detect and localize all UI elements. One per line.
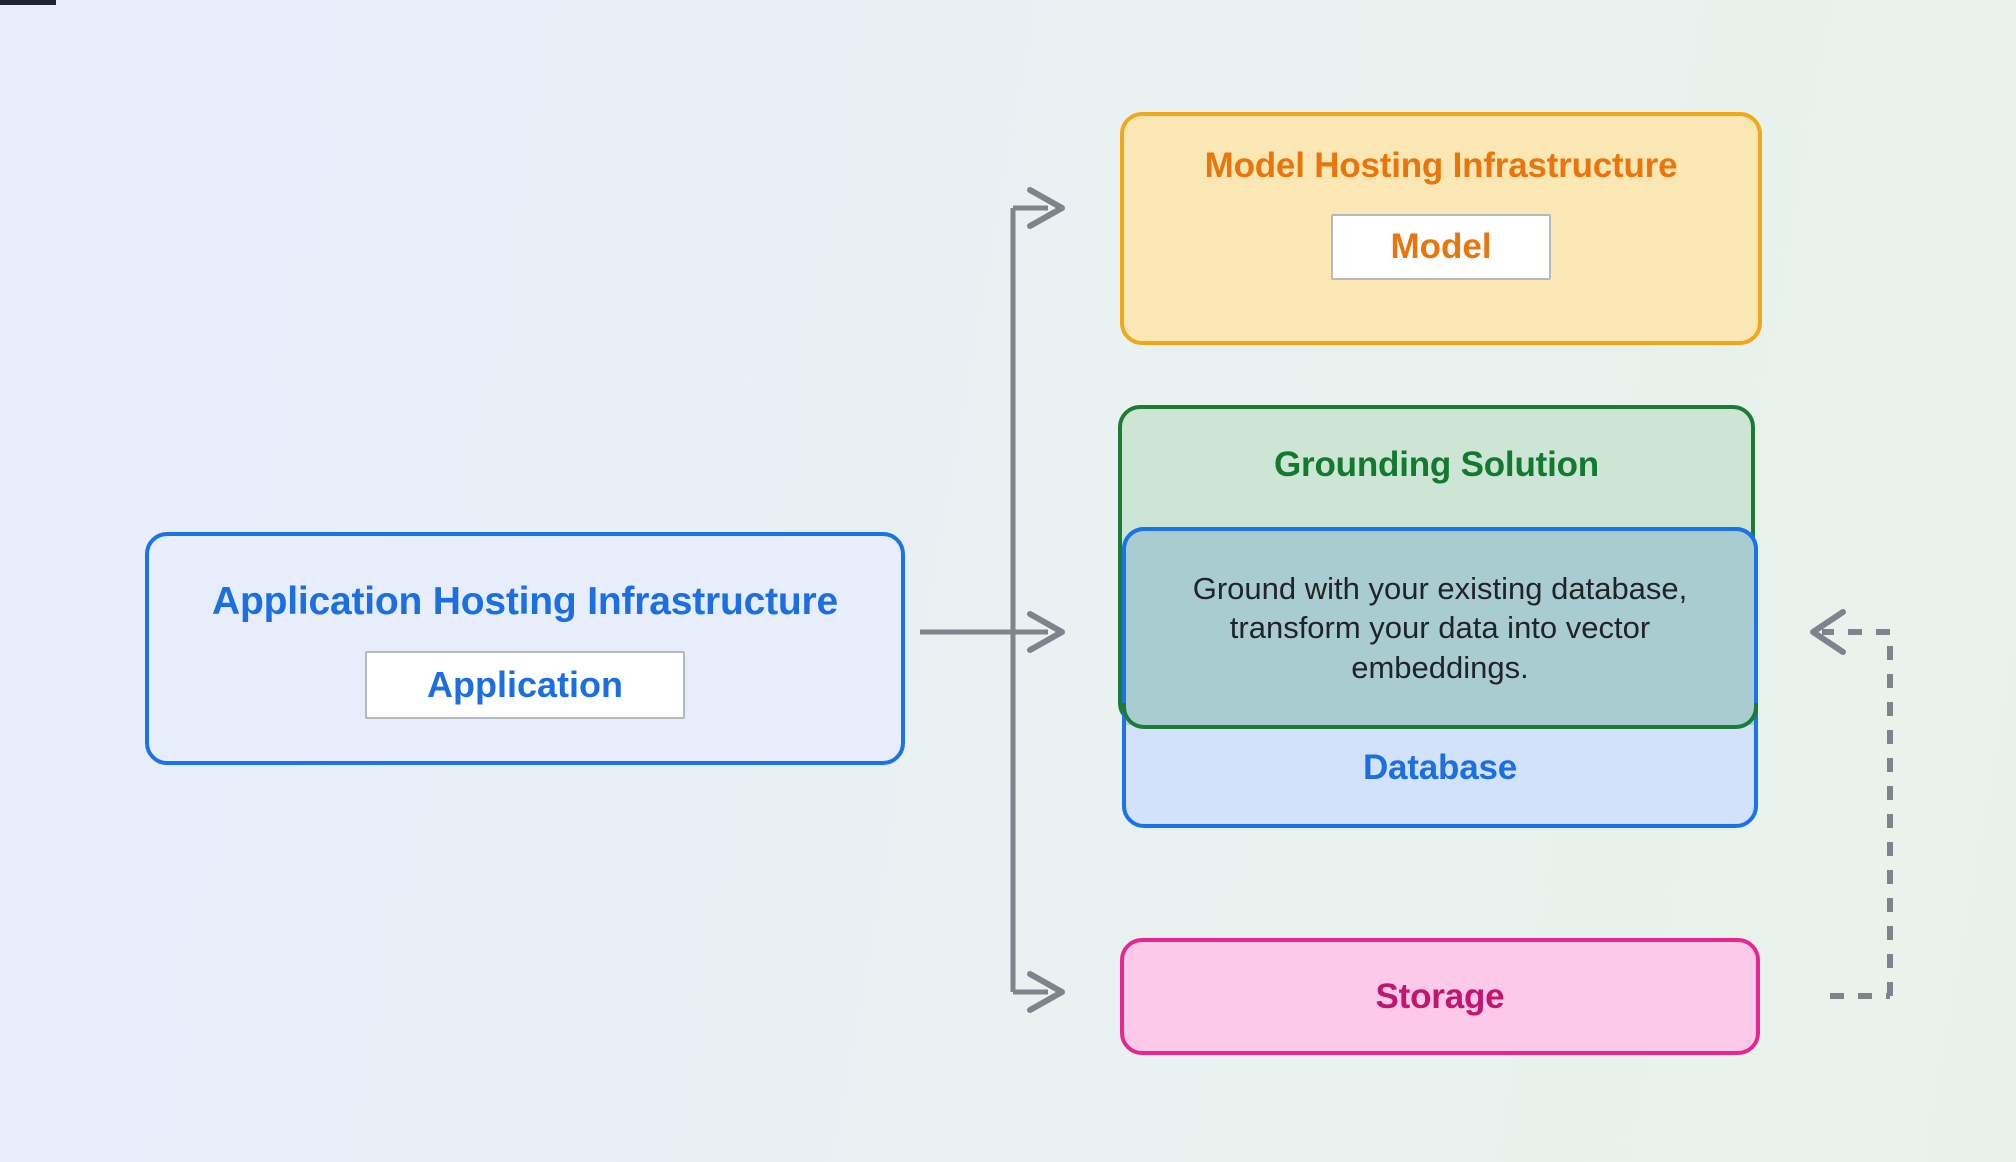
application-hosting-title: Application Hosting Infrastructure (212, 580, 838, 623)
arrowhead-model (1027, 187, 1065, 229)
application-chip[interactable]: Application (365, 651, 685, 719)
connector-storage-to-database (1822, 629, 1893, 999)
arrowhead-database-return (1810, 609, 1846, 655)
connector-arrowheads (1027, 187, 1065, 1013)
connector-application-fanout (920, 205, 1048, 995)
application-hosting-infrastructure-node[interactable]: Application Hosting Infrastructure Appli… (145, 532, 905, 765)
model-hosting-infrastructure-node[interactable]: Model Hosting Infrastructure Model (1120, 112, 1762, 345)
arrowhead-storage (1027, 971, 1065, 1013)
model-chip[interactable]: Model (1331, 214, 1551, 280)
grounding-solution-title: Grounding Solution (1274, 445, 1599, 484)
storage-title: Storage (1375, 976, 1505, 1016)
grounding-database-overlap: Ground with your existing database, tran… (1122, 527, 1758, 729)
database-title: Database (1362, 748, 1518, 787)
database-description: Ground with your existing database, tran… (1192, 571, 1688, 685)
arrowhead-grounding (1027, 611, 1065, 653)
corner-mark (0, 0, 56, 5)
storage-node[interactable]: Storage (1120, 938, 1760, 1055)
model-hosting-title: Model Hosting Infrastructure (1204, 146, 1678, 185)
